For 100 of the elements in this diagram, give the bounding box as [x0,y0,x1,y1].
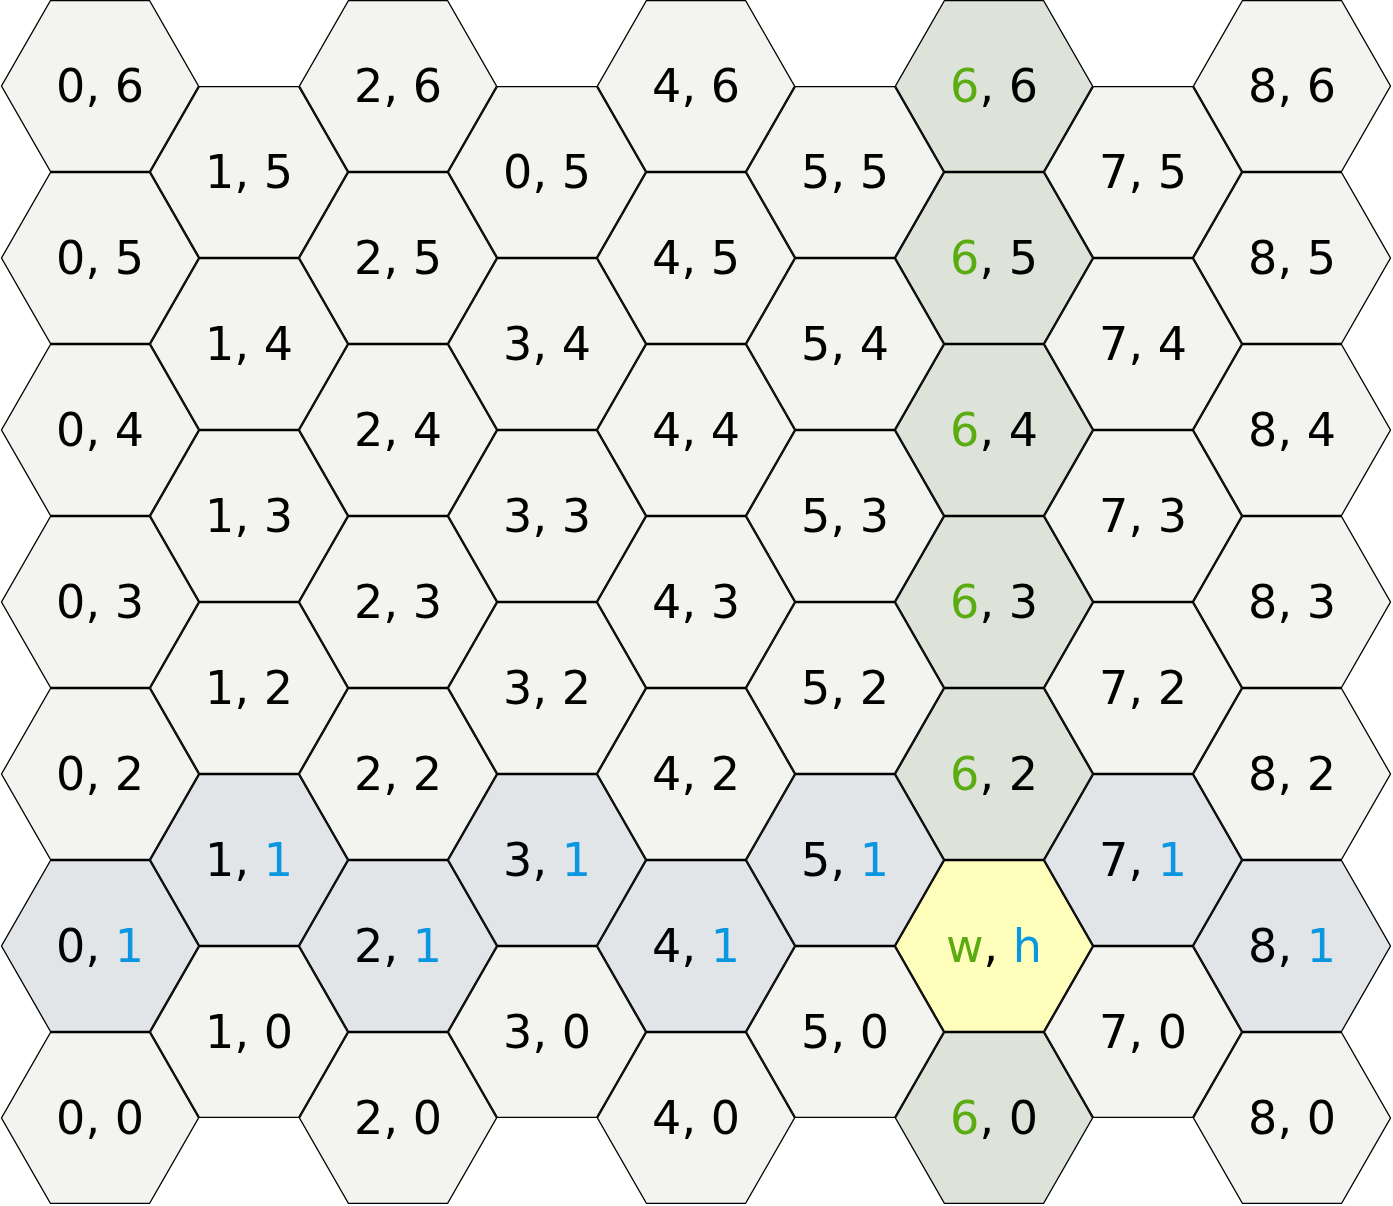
coordinate-label: 8, 4 [1248,407,1336,453]
hexagon-cell [1193,516,1391,688]
hexagon-cell [597,0,795,172]
hexagon-cell [895,1032,1093,1204]
hexagon-cell [448,86,646,258]
hexagon-cell [150,430,348,602]
hexagon-cell [746,602,944,774]
hexagon-cell [597,344,795,516]
hexagon-cell [1193,344,1391,516]
coordinate-label: 8, 0 [1248,1095,1336,1141]
hexagon-cell [895,172,1093,344]
hexagon-cell [895,860,1093,1032]
coordinate-label: 3, 1 [503,837,591,883]
coordinate-label: 2, 0 [354,1095,442,1141]
coordinate-label: 8, 2 [1248,751,1336,797]
coordinate-label: 2, 3 [354,579,442,625]
coordinate-label: 4, 2 [652,751,740,797]
coordinate-label: 2, 4 [354,407,442,453]
coordinate-label: 3, 4 [503,321,591,367]
hexagon-cell [895,0,1093,172]
coordinate-label: 1, 3 [205,493,293,539]
hexagon-cell [746,774,944,946]
hexagon-cell [299,516,497,688]
coordinate-label: 6, 2 [950,751,1038,797]
hexagon-cell [448,258,646,430]
coordinate-label: 3, 0 [503,1009,591,1055]
coordinate-label: 1, 0 [205,1009,293,1055]
coordinate-label: 3, 2 [503,665,591,711]
hexagon-cell [150,86,348,258]
coordinate-label: 6, 3 [950,579,1038,625]
hexagon-cell [1044,774,1242,946]
hexagon-cell [746,86,944,258]
coordinate-label: 5, 5 [801,149,889,195]
coordinate-label: 4, 5 [652,235,740,281]
hexagon-cell [1193,860,1391,1032]
hexagon-cell [1193,1032,1391,1204]
hexagon-cell [150,946,348,1118]
coordinate-label: 4, 3 [652,579,740,625]
hexagon-cell [597,1032,795,1204]
coordinate-label: 3, 3 [503,493,591,539]
hexagon-cell [299,344,497,516]
coordinate-label: 4, 4 [652,407,740,453]
coordinate-label: 4, 1 [652,923,740,969]
hexagon-cell [895,688,1093,860]
hexagon-cell [1193,688,1391,860]
coordinate-label: 8, 3 [1248,579,1336,625]
hexagon-cell [746,430,944,602]
coordinate-label: 0, 5 [56,235,144,281]
coordinate-label: 1, 2 [205,665,293,711]
coordinate-label: 0, 5 [503,149,591,195]
coordinate-label: 7, 4 [1099,321,1187,367]
hexagon-cell [597,688,795,860]
hexagon-cell [448,774,646,946]
coordinate-label: 6, 4 [950,407,1038,453]
coordinate-label: 8, 1 [1248,923,1336,969]
coordinate-label: 0, 4 [56,407,144,453]
coordinate-label: 4, 0 [652,1095,740,1141]
coordinate-label: 5, 1 [801,837,889,883]
hexagon-cell [597,516,795,688]
coordinate-label: 0, 2 [56,751,144,797]
hexagon-cell [746,946,944,1118]
coordinate-label: 8, 6 [1248,63,1336,109]
coordinate-label: 2, 6 [354,63,442,109]
hexagon-cell [299,1032,497,1204]
coordinate-label: 0, 3 [56,579,144,625]
hexagon-cell [1044,258,1242,430]
coordinate-label: 5, 4 [801,321,889,367]
coordinate-label: 5, 3 [801,493,889,539]
hexagon-cell [1044,946,1242,1118]
coordinate-label: 7, 3 [1099,493,1187,539]
hexagon-cell [448,430,646,602]
coordinate-label: 6, 0 [950,1095,1038,1141]
coordinate-label: 1, 4 [205,321,293,367]
hexagon-cell [299,688,497,860]
hexagon-cell [1,516,199,688]
coordinate-label: 5, 2 [801,665,889,711]
hexagon-cell [1,860,199,1032]
hexagon-cell [1,0,199,172]
coordinate-label: 2, 5 [354,235,442,281]
hexagon-cell [299,0,497,172]
hexagon-cell [746,258,944,430]
hexagon-cell [299,172,497,344]
hexagon-cell [1,1032,199,1204]
coordinate-label: 6, 6 [950,63,1038,109]
coordinate-label: 1, 5 [205,149,293,195]
hexagon-cell [895,344,1093,516]
hexagon-cell [597,172,795,344]
coordinate-label: 7, 1 [1099,837,1187,883]
coordinate-label: 1, 1 [205,837,293,883]
hexagon-cell [448,946,646,1118]
coordinate-label: 0, 0 [56,1095,144,1141]
hexagon-cell [1,172,199,344]
coordinate-label: 0, 1 [56,923,144,969]
coordinate-label: 8, 5 [1248,235,1336,281]
coordinate-label: 7, 5 [1099,149,1187,195]
coordinate-label: 7, 2 [1099,665,1187,711]
hexagon-cell [1044,602,1242,774]
coordinate-label: 7, 0 [1099,1009,1187,1055]
coordinate-label: w, h [946,923,1042,969]
hexagon-cell [1193,0,1391,172]
